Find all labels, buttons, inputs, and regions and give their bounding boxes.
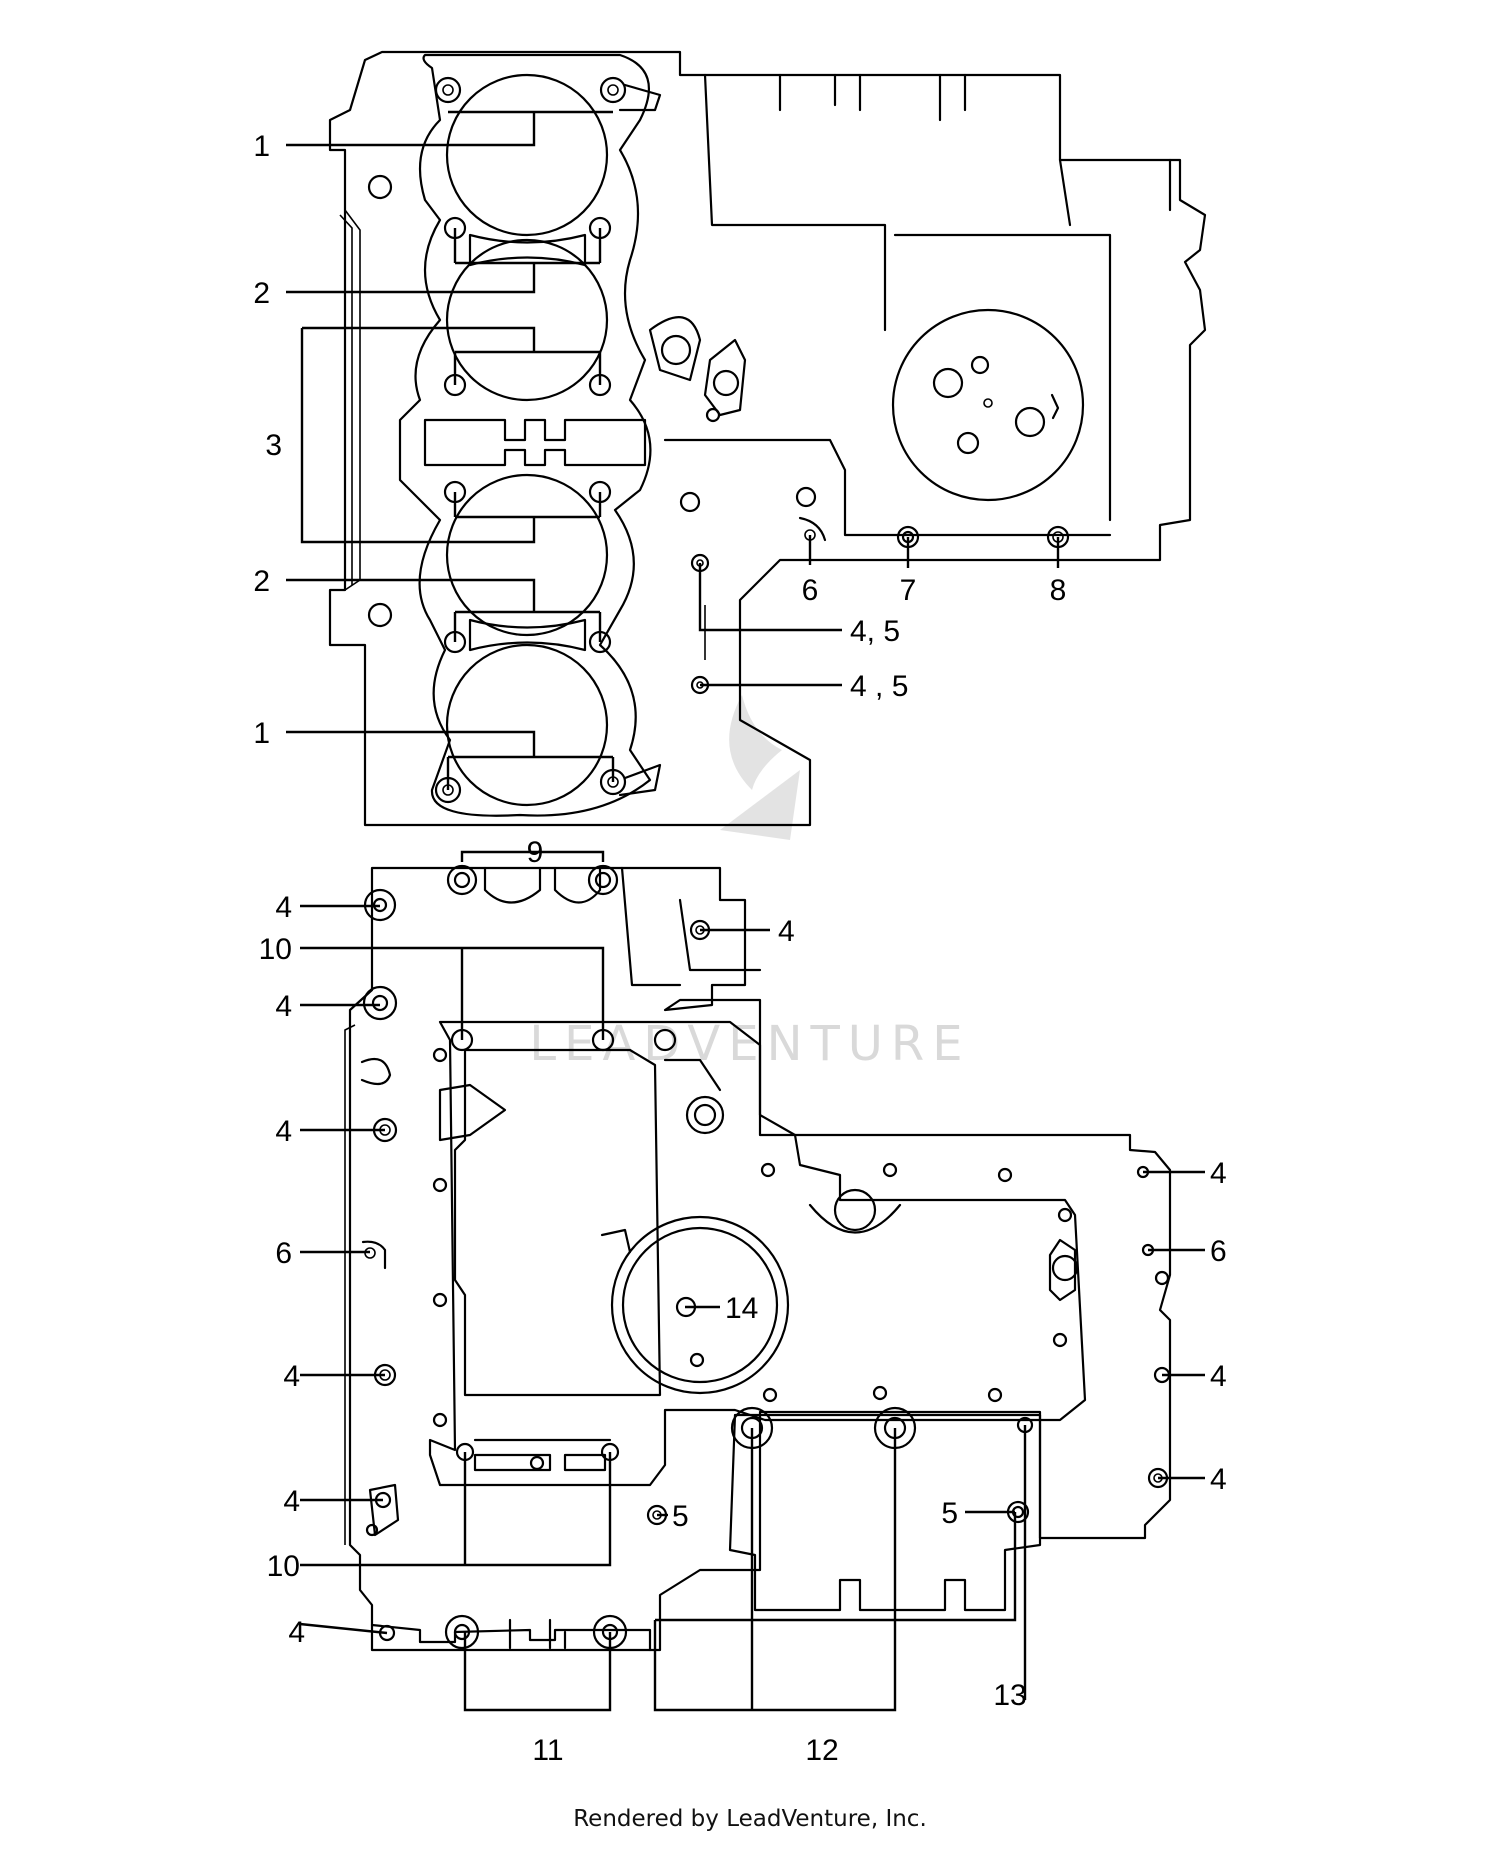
bore-1: [445, 73, 609, 237]
cylinder-gasket: [398, 53, 652, 817]
callout-12: 12: [805, 1734, 838, 1767]
callout-4-5-b: 4 , 5: [850, 670, 908, 703]
callout-6-left: 6: [275, 1237, 292, 1270]
callout-8: 8: [1050, 574, 1067, 607]
callout-4-b: 4: [778, 915, 795, 948]
upper-crankcase-outline: [328, 50, 1207, 827]
callout-7: 7: [900, 574, 917, 607]
callout-1-top: 1: [253, 130, 270, 163]
callout-4-f: 4: [283, 1485, 300, 1518]
watermark: LEADVENTURE: [529, 695, 970, 1072]
callout-14: 14: [725, 1292, 758, 1325]
leader-lines: [286, 110, 1205, 1712]
callout-4-g: 4: [288, 1616, 305, 1649]
callout-2-top: 2: [253, 277, 270, 310]
callout-labels: 1 2 3 2 1 6 7 8 4, 5 4 , 5 9 4 4 10 4 4 …: [253, 130, 1226, 1767]
callout-4-h: 4: [1210, 1157, 1227, 1190]
callout-3: 3: [265, 429, 282, 462]
callout-4-c: 4: [275, 990, 292, 1023]
callout-2-bottom: 2: [253, 565, 270, 598]
callout-4-5-a: 4, 5: [850, 615, 900, 648]
callout-9: 9: [527, 836, 544, 869]
callout-10-top: 10: [259, 933, 292, 966]
callout-6-right: 6: [1210, 1235, 1227, 1268]
flange-cover: [610, 1215, 790, 1395]
footer-credit: Rendered by LeadVenture, Inc.: [573, 1806, 927, 1832]
bore-3: [445, 473, 609, 637]
callout-1-bottom: 1: [253, 717, 270, 750]
callout-4-j: 4: [1210, 1463, 1227, 1496]
oil-pan-gasket-left: [428, 1020, 1087, 1487]
callout-5-right: 5: [941, 1497, 958, 1530]
callout-4-e: 4: [283, 1360, 300, 1393]
callout-4-d: 4: [275, 1115, 292, 1148]
lower-crankcase-outline: [348, 866, 1172, 1652]
bore-4: [445, 643, 609, 807]
callout-5-left: 5: [672, 1500, 689, 1533]
callout-6-upper: 6: [802, 574, 819, 607]
bore-2: [445, 238, 609, 402]
lower-crankcase: [344, 864, 1172, 1652]
lower-bolt-holes: [360, 864, 1171, 1537]
cover-flange: [891, 308, 1085, 502]
callout-10-bottom: 10: [267, 1550, 300, 1583]
callout-13: 13: [993, 1679, 1026, 1712]
callout-4-a: 4: [275, 891, 292, 924]
upper-crankcase: [328, 50, 1207, 827]
oil-pan-right: [728, 1413, 1042, 1612]
callout-4-i: 4: [1210, 1360, 1227, 1393]
watermark-text: LEADVENTURE: [529, 1016, 970, 1072]
callout-11: 11: [532, 1734, 563, 1767]
